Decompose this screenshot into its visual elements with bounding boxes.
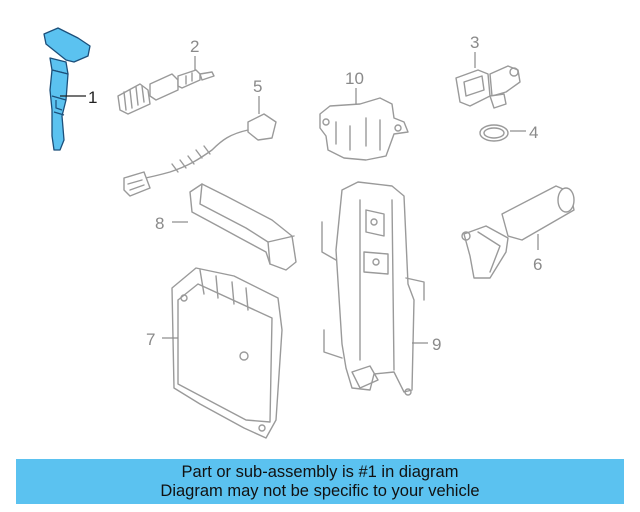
info-banner: Part or sub-assembly is #1 in diagram Di… — [16, 459, 624, 504]
svg-text:4: 4 — [529, 123, 538, 142]
callout-4: 4 — [510, 123, 538, 142]
callout-2: 2 — [190, 37, 199, 70]
mounting-frame-part-9[interactable] — [321, 181, 425, 396]
parts-diagram: 1 2 5 10 3 4 8 7 9 6 — [43, 27, 575, 439]
svg-text:1: 1 — [88, 88, 97, 107]
svg-text:8: 8 — [155, 214, 164, 233]
callout-3: 3 — [470, 33, 479, 68]
cover-part-8[interactable] — [189, 183, 297, 271]
sensor-part-5[interactable] — [123, 113, 277, 197]
callout-7: 7 — [146, 330, 178, 349]
spark-plug-part-2[interactable] — [117, 69, 215, 115]
svg-text:9: 9 — [432, 335, 441, 354]
sensor-part-3[interactable] — [455, 65, 521, 109]
ignition-coil-part-1[interactable] — [43, 27, 91, 151]
o-ring-part-4[interactable] — [479, 124, 509, 142]
callout-10: 10 — [345, 69, 364, 104]
svg-text:6: 6 — [533, 255, 542, 274]
svg-text:2: 2 — [190, 37, 199, 56]
svg-text:5: 5 — [253, 77, 262, 96]
callout-8: 8 — [155, 214, 188, 233]
bracket-part-10[interactable] — [319, 97, 409, 161]
callout-1: 1 — [60, 88, 97, 107]
svg-text:10: 10 — [345, 69, 364, 88]
callout-5: 5 — [253, 77, 262, 114]
banner-line-2: Diagram may not be specific to your vehi… — [160, 481, 480, 500]
svg-text:7: 7 — [146, 330, 155, 349]
callout-9: 9 — [412, 335, 441, 354]
sensor-part-6[interactable] — [461, 185, 575, 279]
callout-6: 6 — [533, 234, 542, 274]
banner-line-1: Part or sub-assembly is #1 in diagram — [181, 462, 459, 481]
control-module-part-7[interactable] — [171, 267, 283, 439]
svg-text:3: 3 — [470, 33, 479, 52]
